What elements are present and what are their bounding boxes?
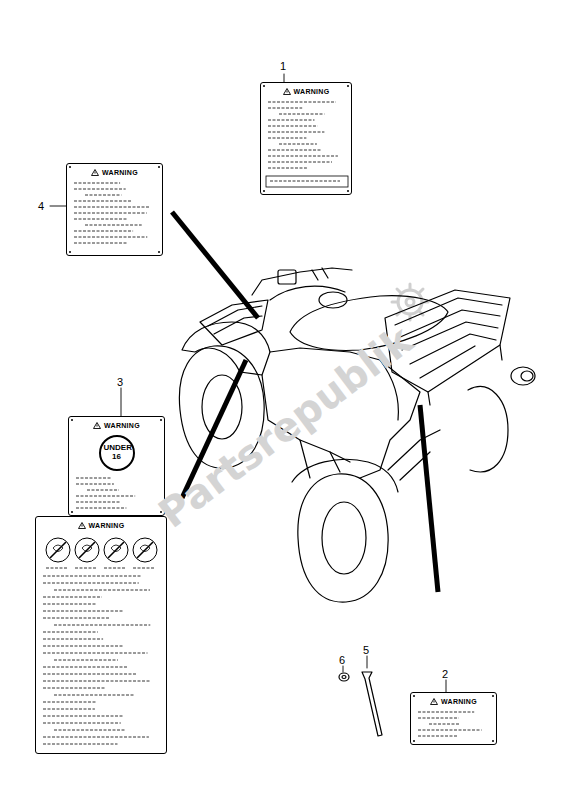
- warning-label: WARNING: [260, 82, 352, 195]
- fuel-cap: [319, 292, 347, 308]
- warning-label: WARNING: [35, 516, 167, 754]
- label-header: WARNING: [67, 164, 162, 176]
- callout-number: 3: [117, 376, 123, 388]
- age-warning: UNDER 16: [104, 444, 130, 462]
- warning-triangle: [430, 698, 438, 705]
- warning-heading: WARNING: [441, 698, 477, 705]
- muffler: [511, 367, 535, 385]
- callout-number: 4: [38, 200, 44, 212]
- warning-triangle: [283, 88, 291, 95]
- warning-triangle: [93, 422, 101, 429]
- label-header: WARNING: [36, 517, 166, 529]
- warning-label: WARNING: [410, 692, 497, 745]
- warning-heading: WARNING: [89, 522, 125, 529]
- callout-number: 5: [363, 644, 369, 656]
- label-text-lines: [261, 83, 353, 196]
- callout-number: 6: [339, 654, 345, 666]
- label-header: WARNING: [69, 417, 164, 429]
- warning-heading: WARNING: [102, 169, 138, 176]
- callout-number: 2: [442, 668, 448, 680]
- warning-heading: WARNING: [294, 88, 330, 95]
- warning-triangle: [78, 522, 86, 529]
- label-header: WARNING: [261, 83, 351, 95]
- callout-number: 1: [280, 60, 286, 72]
- label-header: WARNING: [411, 693, 496, 705]
- washer: [339, 673, 349, 681]
- label-text-lines: [67, 164, 164, 257]
- front-fender: [182, 322, 270, 375]
- age-circle: UNDER 16: [99, 435, 135, 471]
- watermark-gear: [392, 284, 428, 320]
- wheel: [298, 474, 388, 602]
- wheel: [468, 387, 508, 472]
- warning-triangle: [91, 169, 99, 176]
- handlebar: [252, 268, 352, 295]
- label-text-lines: [36, 517, 168, 755]
- pin: [362, 672, 382, 736]
- warning-label: WARNING: [66, 163, 163, 256]
- warning-heading: WARNING: [104, 422, 140, 429]
